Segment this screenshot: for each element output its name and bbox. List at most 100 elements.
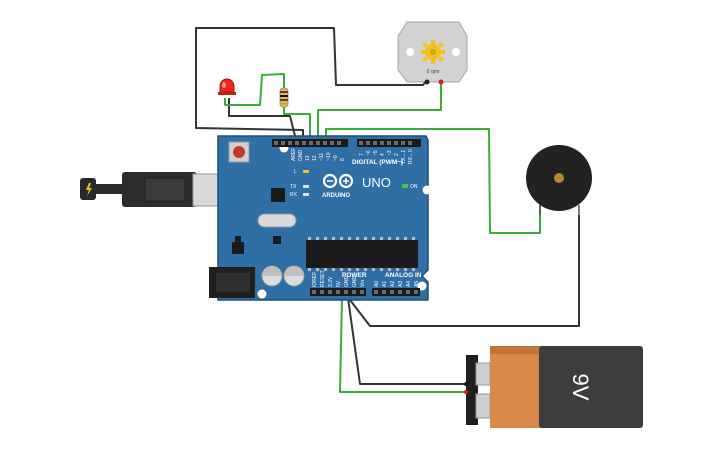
- wire-gnd-to-motor[interactable]: [195, 27, 428, 140]
- pin-label: ~5: [373, 150, 379, 156]
- usb-cable[interactable]: [80, 172, 224, 207]
- battery-lead-red: [464, 390, 468, 394]
- wire-led-to-gnd[interactable]: [228, 98, 297, 141]
- tx-led-label: TX: [290, 184, 297, 190]
- pin-label: 2: [394, 153, 400, 156]
- arduino-board[interactable]: AREF GND 13 12 ~11 ~10 ~9 8 7 ~6 ~5 4 ~3…: [209, 135, 432, 301]
- pin-label: TX→1: [401, 150, 407, 164]
- red-led[interactable]: [218, 78, 236, 95]
- resistor-band: [280, 91, 288, 93]
- resistor-band: [280, 99, 288, 101]
- motor-terminal-black: [424, 79, 430, 85]
- pin-label: IOREF: [312, 272, 318, 287]
- pin-label: A0: [374, 281, 380, 287]
- small-component: [273, 236, 281, 244]
- battery-label: 9V: [568, 374, 593, 401]
- pin-label: GND: [344, 276, 350, 288]
- power-pin-labels: IOREF RESET 3.3V 5V GND GND Vin: [312, 270, 366, 287]
- l-led: [303, 170, 309, 173]
- reset-button[interactable]: [233, 146, 245, 158]
- pin-label: GND: [298, 150, 304, 162]
- power-led-label: ON: [410, 184, 418, 190]
- wire-resistor-to-pin13[interactable]: [283, 107, 311, 140]
- pin-label: GND: [352, 276, 358, 288]
- analog-header: [372, 288, 420, 296]
- power-led: [402, 184, 408, 188]
- pin-label: 7: [359, 153, 365, 156]
- bottom-header-pins: [312, 290, 418, 294]
- usb-lightning-icon: [86, 183, 92, 196]
- battery-cap: [539, 346, 643, 428]
- pin-label: 13: [305, 155, 311, 161]
- power-label: POWER: [342, 272, 367, 279]
- wire-pin-to-buzzer[interactable]: [325, 128, 541, 234]
- brand-label: ARDUINO: [322, 193, 350, 199]
- rx-led-label: RX: [290, 192, 298, 198]
- dc-motor[interactable]: 0 rpm: [397, 21, 468, 85]
- wire-motor-to-pin12[interactable]: [317, 83, 442, 140]
- battery-lead-black: [464, 382, 468, 386]
- pin-label: ~11: [319, 153, 325, 161]
- capacitor-top: [262, 266, 282, 276]
- gear-icon: [421, 40, 445, 64]
- pin-label: Vin: [360, 280, 366, 287]
- usb-cable-body: [96, 184, 124, 194]
- motor-terminal-red: [438, 79, 444, 85]
- battery-9v[interactable]: 9V: [464, 346, 643, 428]
- battery-connector-clip: [466, 355, 478, 425]
- resistor-band: [280, 103, 288, 105]
- pin-label: AREF: [291, 148, 297, 161]
- voltage-regulator: [232, 242, 244, 254]
- pin-label: RX←0: [408, 149, 414, 164]
- pin-label: 12: [312, 155, 318, 161]
- resistor[interactable]: [279, 87, 289, 108]
- pin-label: ~9: [333, 155, 339, 161]
- pin-label: ~10: [326, 152, 332, 161]
- crystal: [257, 213, 297, 228]
- mounting-hole: [257, 289, 267, 299]
- microcontroller-pins: [308, 237, 415, 271]
- battery-terminal: [475, 393, 491, 419]
- pin-label: A3: [398, 281, 404, 287]
- wire-led-to-resistor[interactable]: [224, 73, 285, 106]
- model-label: UNO: [362, 175, 391, 190]
- led-highlight: [222, 82, 226, 88]
- dc-jack-inner: [216, 273, 250, 292]
- pin-label: 3.3V: [328, 276, 334, 287]
- pin-label: 4: [380, 153, 386, 156]
- pin-label: A2: [390, 281, 396, 287]
- wires: [195, 27, 580, 393]
- battery-body-top: [490, 346, 542, 354]
- voltage-regulator-tab: [235, 236, 241, 242]
- microcontroller-chip: [306, 240, 418, 268]
- usb-chip: [271, 188, 285, 202]
- capacitor-top: [284, 266, 304, 276]
- arduino-logo-icon: [322, 173, 354, 189]
- l-led-label: L: [294, 169, 297, 175]
- top-header-pins: [274, 141, 412, 145]
- battery-body-left: [490, 346, 542, 428]
- led-base: [218, 92, 236, 95]
- piezo-buzzer[interactable]: [526, 145, 592, 215]
- motor-hole: [452, 48, 460, 56]
- analog-pin-labels: A0 A1 A2 A3 A4 A5: [374, 281, 420, 287]
- buzzer-center: [554, 173, 564, 183]
- motor-hole: [406, 48, 414, 56]
- pin-label: 5V: [336, 280, 342, 287]
- pin-label: ~3: [387, 150, 393, 156]
- resistor-band: [280, 95, 288, 97]
- pin-label: 8: [340, 158, 346, 161]
- mounting-hole: [422, 185, 432, 195]
- wire-vin-to-battery[interactable]: [339, 297, 470, 393]
- analog-label: ANALOG IN: [385, 272, 422, 279]
- pin-label: A4: [406, 281, 412, 287]
- motor-rpm-label: 0 rpm: [427, 69, 440, 75]
- wire-gnd-to-battery[interactable]: [347, 297, 470, 385]
- rx-led: [303, 193, 309, 196]
- top-pin-labels: AREF GND 13 12 ~11 ~10 ~9 8 7 ~6 ~5 4 ~3…: [291, 148, 414, 164]
- wire-buzzer-to-gnd[interactable]: [349, 215, 580, 327]
- pin-label: RESET: [320, 270, 326, 287]
- pin-label: ~6: [366, 150, 372, 156]
- digital-label: DIGITAL (PWM~): [352, 159, 403, 166]
